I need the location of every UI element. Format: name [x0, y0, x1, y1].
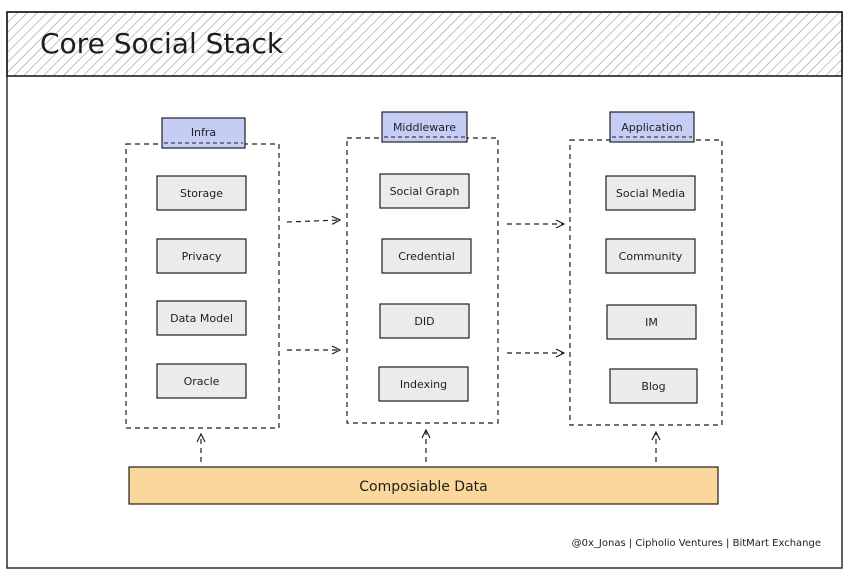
column-middleware: Middleware Social Graph Credential DID I…	[346, 111, 499, 424]
item-box	[605, 238, 696, 274]
item-label: Social Media	[616, 187, 685, 200]
base-layer: Composiable Data	[128, 466, 719, 505]
item-box	[379, 303, 470, 339]
item-box	[156, 363, 247, 399]
base-arrows	[201, 430, 656, 462]
item-label: Indexing	[400, 378, 447, 391]
item-label: Social Graph	[390, 185, 460, 198]
item-label: Blog	[641, 380, 665, 393]
item-label: IM	[645, 316, 658, 329]
item-label: Data Model	[170, 312, 233, 325]
column-header-label: Application	[621, 121, 682, 134]
item-label: Credential	[398, 250, 455, 263]
item-box	[606, 304, 697, 340]
column-header-label: Infra	[191, 126, 216, 139]
item-label: Privacy	[182, 250, 222, 263]
credit-text: @0x_Jonas | Cipholio Ventures | BitMart …	[572, 538, 821, 549]
item-box	[605, 175, 696, 211]
item-box	[156, 238, 247, 274]
item-label: Oracle	[184, 375, 220, 388]
title-banner: Core Social Stack	[6, 11, 843, 77]
item-box	[156, 300, 247, 336]
item-label: Community	[619, 250, 683, 263]
column-infra: Infra Storage Privacy Data Model Oracle	[125, 117, 280, 429]
column-header-label: Middleware	[393, 121, 456, 134]
flow-arrows	[286, 220, 564, 353]
base-label: Composiable Data	[359, 479, 487, 495]
item-label: Storage	[180, 187, 223, 200]
item-box	[609, 368, 698, 404]
item-box	[379, 173, 470, 209]
column-header-box	[161, 117, 246, 149]
column-application: Application Social Media Community IM Bl…	[569, 111, 723, 426]
page-title: Core Social Stack	[40, 27, 284, 60]
base-box	[128, 466, 719, 505]
column-header-box	[609, 111, 695, 143]
item-label: DID	[414, 315, 434, 328]
item-box	[381, 238, 472, 274]
item-box	[378, 366, 469, 402]
item-box	[156, 175, 247, 211]
column-header-box	[381, 111, 468, 143]
